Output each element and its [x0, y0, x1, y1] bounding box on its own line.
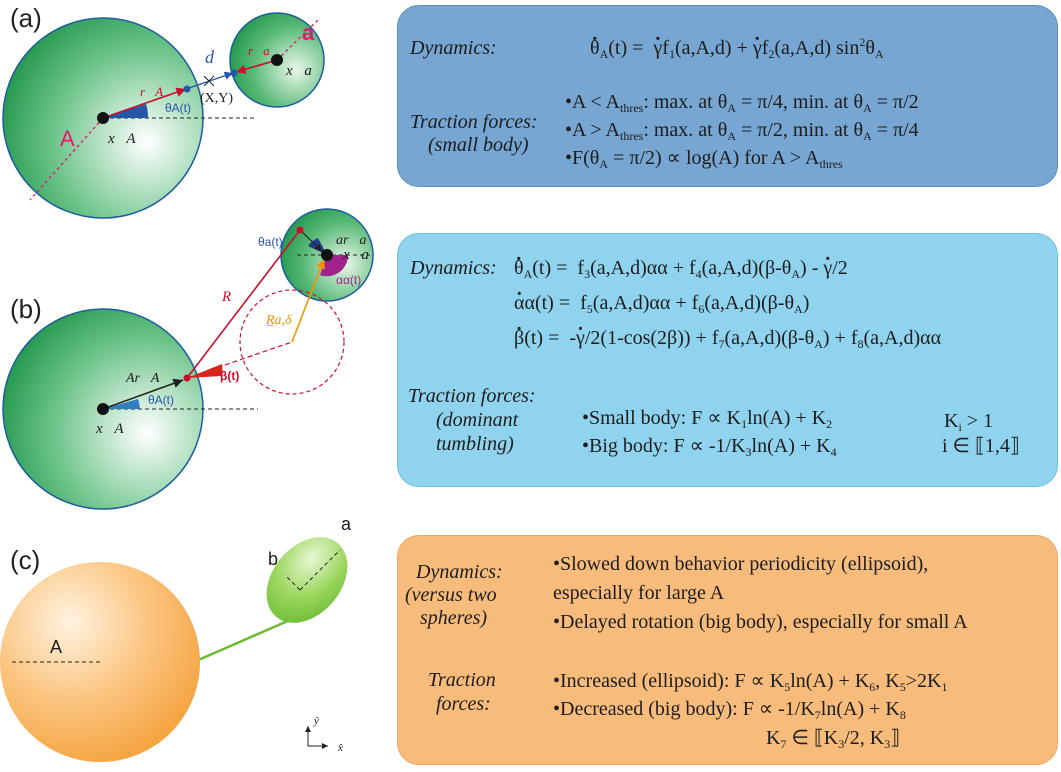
- box-a-line-1: •A < Athres: max. at θA = π/4, min. at θ…: [565, 91, 919, 115]
- panel-label-a: (a): [10, 3, 42, 33]
- box-c-k7-range: K7 ∈ ⟦K3/2, K3⟧: [766, 727, 901, 751]
- label-beta-b: β(t): [220, 369, 240, 383]
- box-b-eq-1: θA(t) = f3(a,A,d)αα + f4(a,A,d)(β-θA) - …: [514, 244, 848, 280]
- figure-a: [2, 12, 325, 219]
- label-d: d: [205, 47, 214, 67]
- label-xa-a: x⃗a: [286, 63, 312, 79]
- box-b: [397, 233, 1058, 487]
- label-thetaA-a: θA(t): [165, 101, 192, 115]
- label-rA-a: r⃗A: [140, 84, 164, 99]
- label-small-a: a: [302, 20, 315, 45]
- box-b-traction-label-2: (dominant: [436, 409, 519, 431]
- box-c-d1: •Slowed down behavior periodicity (ellip…: [553, 553, 929, 575]
- label-thetaA-b: θA(t): [148, 393, 175, 407]
- label-A-c: A: [50, 637, 63, 657]
- label-xa-b: x⃗a: [343, 247, 369, 263]
- label-XY: (X,Y): [200, 91, 234, 106]
- box-a-line-2: •A > Athres: max. at θA = π/2, min. at θ…: [565, 119, 919, 143]
- label-big-A: A: [60, 126, 75, 151]
- box-b-big-body: •Big body: F ∝ -1/K3ln(A) + K4: [582, 435, 837, 459]
- label-xA-a: x⃗A: [108, 131, 136, 147]
- label-xA-b: x⃗A: [96, 421, 124, 437]
- box-c-decreased: •Decreased (big body): F ∝ -1/K7ln(A) + …: [553, 698, 906, 722]
- label-ra-a: r⃗a: [248, 43, 270, 58]
- label-ArA-b: Ar⃗A: [126, 371, 160, 386]
- box-c-traction-label-1: Traction: [428, 669, 496, 691]
- box-c-dynamics-label-3: spheres): [420, 607, 488, 629]
- box-b-eq-3: β(t) = -γ/2(1-cos(2β)) + f7(a,A,d)(β-θA)…: [514, 314, 941, 350]
- label-Ra-b: R̲a,δ⃗: [266, 313, 303, 328]
- label-b-c: b: [268, 549, 279, 569]
- box-b-i-range: i ∈ ⟦1,4⟧: [942, 435, 1020, 457]
- box-a-traction-label-1: Traction forces:: [410, 111, 538, 133]
- box-b-traction-label-1: Traction forces:: [408, 385, 536, 407]
- box-a-dynamics-eq: θA(t) = γf1(a,A,d) + γf2(a,A,d) sin2θA: [590, 24, 884, 60]
- box-b-traction-label-3: tumbling): [436, 433, 514, 455]
- box-c-d3: •Delayed rotation (big body), especially…: [553, 611, 968, 633]
- label-a-ra-b: ar⃗a: [336, 233, 367, 248]
- box-b-eq-2: αα(t) = f5(a,A,d)αα + f6(a,A,d)(β-θA): [514, 279, 809, 315]
- box-a: [397, 5, 1058, 187]
- panel-label-b: (b): [10, 294, 42, 324]
- label-theta-a-b: θa(t): [258, 235, 283, 249]
- box-a-line-3: •F(θA = π/2) ∝ log(A) for A > Athres: [565, 147, 843, 171]
- box-c: [397, 535, 1058, 765]
- label-y-axis: ŷ: [314, 715, 319, 727]
- label-a-c: a: [341, 514, 352, 534]
- box-b-ki: Ki > 1: [944, 410, 994, 434]
- label-x-axis: x̂: [338, 742, 343, 754]
- box-a-dynamics-label: Dynamics:: [410, 37, 497, 59]
- box-c-increased: •Increased (ellipsoid): F ∝ K5ln(A) + K6…: [553, 670, 948, 694]
- figure-b: [2, 208, 374, 510]
- box-c-dynamics-label-1: Dynamics:: [416, 561, 503, 583]
- box-c-dynamics-label-2: (versus two: [405, 584, 497, 606]
- label-alpha-b: αα(t): [336, 273, 362, 287]
- box-c-traction-label-2: forces:: [436, 693, 491, 715]
- box-c-d2: especially for large A: [553, 582, 725, 604]
- label-R-b: R⃗: [222, 289, 243, 305]
- box-b-dynamics-label: Dynamics:: [410, 257, 497, 279]
- panel-label-c: (c): [10, 545, 41, 575]
- ellipsoid: [266, 537, 348, 623]
- box-b-small-body: •Small body: F ∝ K1ln(A) + K2: [582, 407, 833, 431]
- box-a-traction-label-2: (small body): [428, 134, 529, 156]
- figure-c: [0, 537, 348, 762]
